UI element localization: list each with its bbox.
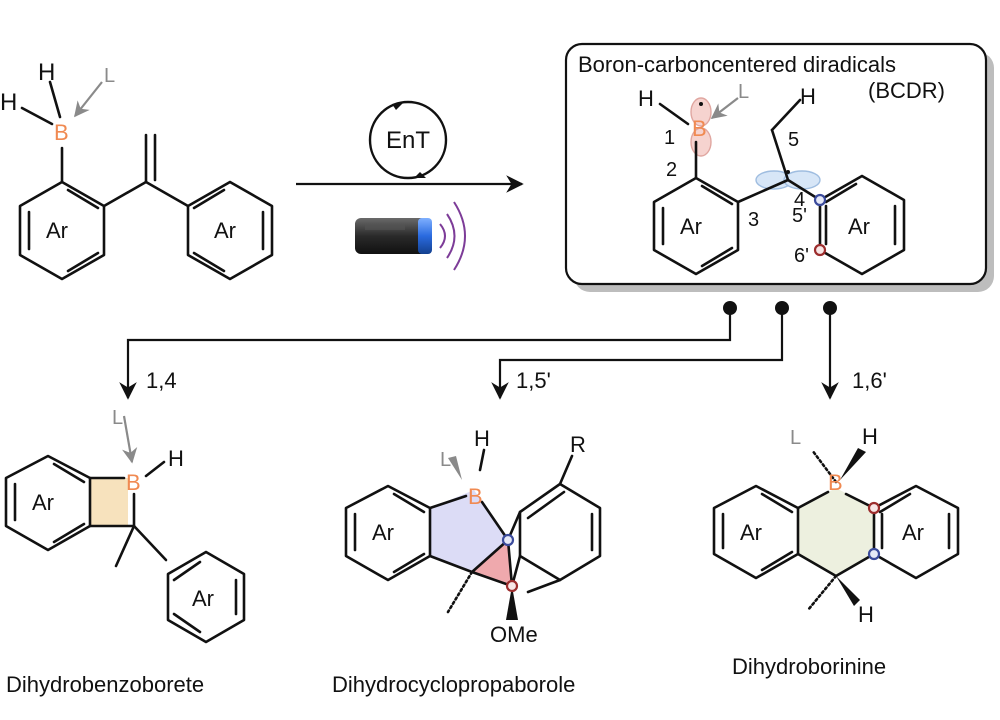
- product-3-structure: [712, 448, 960, 612]
- diradical-box: [564, 42, 988, 286]
- product-1-structure: [4, 415, 246, 644]
- p2-ome: OMe: [490, 622, 538, 647]
- p2-ligand: L: [440, 449, 451, 471]
- position-label-4: 4: [794, 189, 805, 211]
- p2-ar: Ar: [372, 520, 394, 545]
- p1-ar-right: Ar: [192, 586, 214, 611]
- p2-boron: B: [468, 484, 483, 509]
- product-name-1: Dihydrobenzoborete: [6, 672, 204, 697]
- diradical-ligand: L: [738, 81, 749, 103]
- p3-ar-right: Ar: [902, 520, 924, 545]
- p1-ar-left: Ar: [32, 490, 54, 515]
- p2-h: H: [474, 426, 490, 451]
- product-name-3: Dihydroborinine: [732, 654, 886, 679]
- p3-h-top: H: [862, 424, 878, 449]
- pathway-label-2: 1,5': [516, 368, 551, 393]
- diradical-box-title: Boron-carboncentered diradicals: [578, 52, 896, 77]
- p3-ar-left: Ar: [740, 520, 762, 545]
- diradical-structure: [652, 97, 906, 276]
- p1-boron: B: [126, 470, 141, 495]
- reactant-ar-left: Ar: [46, 218, 68, 243]
- diradical-ar-left: Ar: [680, 214, 702, 239]
- pathway-label-3: 1,6': [852, 368, 887, 393]
- pathway-label-1: 1,4: [146, 368, 177, 393]
- position-label-1: 1: [664, 127, 675, 149]
- reactant-boron: B: [54, 120, 69, 145]
- diradical-boron: B: [692, 116, 707, 141]
- p2-r: R: [570, 432, 586, 457]
- pathway-arrows: [119, 301, 839, 400]
- reactant-ligand: L: [104, 65, 115, 87]
- light-source-icon: [355, 201, 466, 271]
- p3-boron: B: [828, 470, 843, 495]
- ent-cycle-icon: [368, 100, 448, 180]
- reactant-structure: [18, 80, 274, 281]
- catalyst-label: EnT: [386, 127, 430, 154]
- position-label-5-prime: 5': [792, 205, 807, 227]
- reactant-ar-right: Ar: [214, 218, 236, 243]
- diradical-box-subtitle: (BCDR): [868, 78, 945, 103]
- reactant-h-left: H: [0, 89, 17, 116]
- diradical-h-top: H: [800, 84, 816, 109]
- position-label-2: 2: [666, 159, 677, 181]
- position-label-5: 5: [788, 129, 799, 151]
- p1-ligand: L: [112, 407, 123, 429]
- p3-h-bottom: H: [858, 602, 874, 627]
- diradical-ar-right: Ar: [848, 214, 870, 239]
- p1-h: H: [168, 446, 184, 471]
- reactant-h-top: H: [38, 59, 55, 86]
- p3-ligand: L: [790, 427, 801, 449]
- position-label-6-prime: 6': [794, 245, 809, 267]
- position-label-3: 3: [748, 209, 759, 231]
- product-name-2: Dihydrocyclopropaborole: [332, 672, 575, 697]
- product-2-structure: [344, 448, 602, 620]
- diradical-h-b: H: [638, 86, 654, 111]
